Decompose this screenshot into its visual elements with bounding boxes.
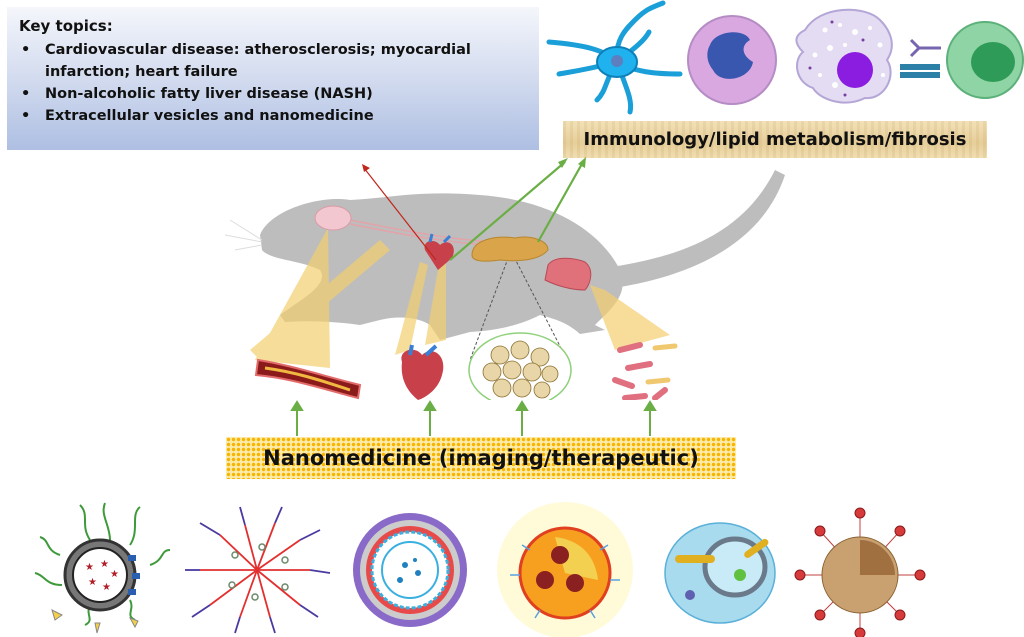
svg-text:★: ★ [102,582,111,593]
brain-icon [314,205,352,231]
artery-inset [254,358,362,400]
key-topic-text: Non-alcoholic fatty liver disease (NASH) [45,86,373,102]
immunology-label: Immunology/lipid metabolism/fibrosis [563,121,987,158]
dendritic-cell-icon [546,0,683,115]
b-cell-icon [900,21,1024,99]
up-arrows [290,400,657,436]
immune-cells-illustration [546,0,1024,115]
hepatocyte-inset [468,332,572,400]
nanocluster-icon [794,507,926,637]
key-topic-text: Extracellular vesicles and nanomedicine [45,108,374,124]
heart-organ-icon [424,233,454,270]
bacteria-inset [612,342,678,400]
bullet: • [21,42,31,58]
heart-inset [401,344,444,400]
dashed-zoom-cone [469,252,563,361]
polymeric-micelle-icon [185,506,331,634]
protein-coated-nanoshell-icon [497,502,633,637]
neutrophil-icon [687,15,777,105]
extracellular-vesicle-icon [664,522,776,624]
key-topics-title: Key topics: [19,17,113,35]
svg-text:★: ★ [110,569,119,580]
key-topic-item-continued: infarction; heart failure [19,61,527,83]
lipid-nanoparticle-icon [353,513,467,627]
bullet: • [21,86,31,102]
key-topic-text: infarction; heart failure [45,64,238,80]
key-topics-box: Key topics: • Cardiovascular disease: ath… [7,7,539,150]
nanoparticles-row: ★★★★★ [34,502,926,637]
key-topic-item: • Extracellular vesicles and nanomedicine [19,105,527,127]
mouse-diagram [224,157,785,400]
key-topic-text: Cardiovascular disease: atherosclerosis;… [45,42,471,58]
nanomedicine-label: Nanomedicine (imaging/therapeutic) [226,437,736,479]
svg-text:★: ★ [88,577,97,588]
key-topics-list: • Cardiovascular disease: atherosclerosis… [19,39,527,127]
intestine-icon [544,257,592,291]
key-topic-item: • Non-alcoholic fatty liver disease (NASH… [19,83,527,105]
key-topic-item: • Cardiovascular disease: atherosclerosis… [19,39,527,61]
svg-text:★: ★ [100,559,109,570]
pegylated-liposome-icon: ★★★★★ [34,502,171,634]
liver-icon [471,236,549,262]
arrows [362,157,586,261]
svg-text:★: ★ [85,562,94,573]
bullet: • [21,108,31,124]
zoom-beams [250,228,670,368]
macrophage-icon [795,8,893,104]
whiskers [224,219,263,251]
